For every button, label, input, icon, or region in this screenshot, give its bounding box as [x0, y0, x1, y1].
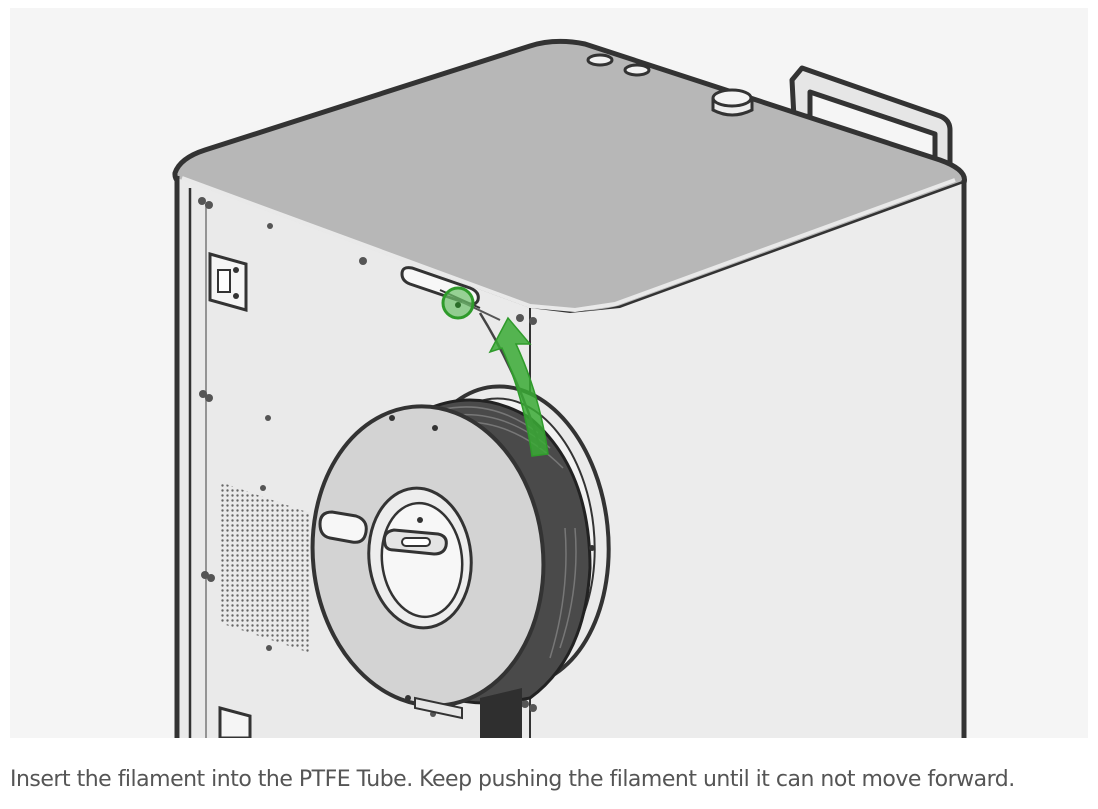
printer-right-face	[530, 183, 964, 738]
instruction-illustration	[10, 8, 1088, 738]
side-screws	[198, 197, 539, 717]
vent-grill	[220, 482, 310, 653]
insert-direction-arrow	[488, 316, 549, 457]
filament-spool	[310, 384, 611, 708]
printer-illustration	[172, 38, 967, 738]
printer-handle	[789, 65, 953, 171]
side-connector	[208, 252, 248, 312]
top-ports	[586, 53, 754, 117]
instruction-caption: Insert the filament into the PTFE Tube. …	[10, 767, 1015, 792]
